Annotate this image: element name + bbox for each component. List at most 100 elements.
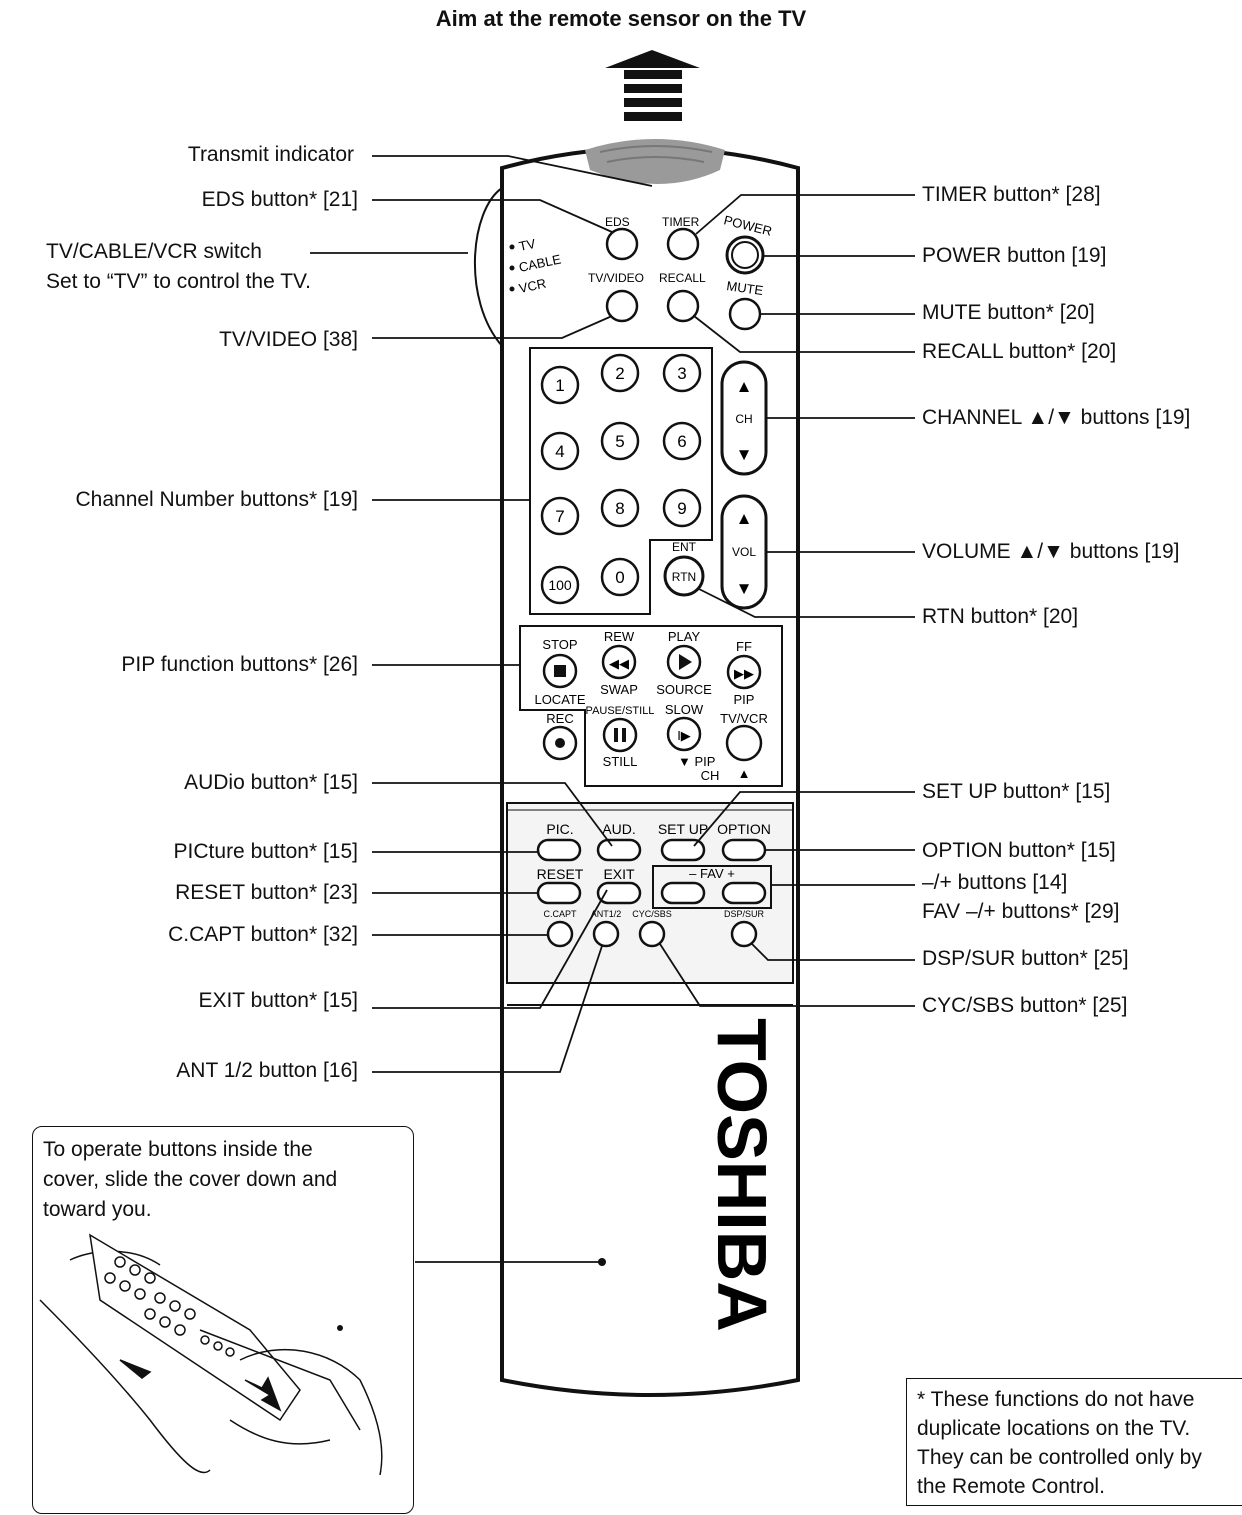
svg-text:– FAV +: – FAV + (689, 866, 735, 881)
footnote-box: * These functions do not have duplicate … (906, 1378, 1242, 1506)
rtn-text: RTN (672, 570, 696, 584)
svg-text:100: 100 (548, 577, 572, 593)
fav-plus-button[interactable] (721, 881, 767, 905)
switch-vcr: VCR (518, 276, 548, 296)
digit-9-button[interactable] (662, 488, 702, 528)
label-fav-buttons: –/+ buttons [14] (922, 871, 1068, 894)
label-audio: AUDio button* [15] (184, 771, 358, 794)
label-channel: CHANNEL ▲/▼ buttons [19] (922, 406, 1191, 429)
svg-text:AUD.: AUD. (602, 821, 635, 837)
label-transmit-indicator: Transmit indicator (187, 143, 354, 166)
recall-text: RECALL (659, 271, 706, 285)
label-ccapt: C.CAPT button* [32] (168, 923, 358, 946)
label-tvvideo: TV/VIDEO [38] (219, 328, 358, 351)
svg-text:STOP: STOP (542, 637, 577, 652)
ent-text: ENT (672, 540, 697, 554)
pic-button[interactable] (536, 838, 582, 862)
pause-button[interactable] (602, 717, 638, 753)
svg-text:ANT1/2: ANT1/2 (591, 909, 622, 919)
fav-frame (652, 865, 772, 909)
rew-button[interactable] (601, 644, 637, 680)
cycsbs-button[interactable] (638, 920, 666, 948)
brand-logo: TOSHIBA (703, 1018, 781, 1332)
label-recall: RECALL button* [20] (922, 340, 1117, 363)
digit-7-button[interactable] (540, 496, 580, 536)
slow-button[interactable] (666, 716, 702, 752)
label-exit: EXIT button* [15] (198, 989, 358, 1012)
stop-icon (554, 665, 566, 677)
mute-button[interactable] (728, 297, 762, 331)
digit-100-button[interactable] (540, 565, 580, 605)
svg-text:1: 1 (555, 376, 564, 395)
svg-text:REW: REW (604, 629, 635, 644)
recall-button[interactable] (666, 289, 700, 323)
svg-text:8: 8 (615, 499, 624, 518)
digit-3-button[interactable] (662, 353, 702, 393)
ff-button[interactable] (726, 654, 762, 690)
ch-text: CH (735, 412, 752, 426)
digit-0-button[interactable] (600, 557, 640, 597)
svg-text:STILL: STILL (603, 754, 638, 769)
svg-text:9: 9 (677, 499, 686, 518)
play-icon (679, 654, 692, 670)
svg-text:0: 0 (615, 568, 624, 587)
svg-text:OPTION: OPTION (717, 821, 771, 837)
svg-text:6: 6 (677, 432, 686, 451)
digit-1-button[interactable] (540, 365, 580, 405)
svg-text:TV/VCR: TV/VCR (720, 711, 768, 726)
pip-frame (519, 625, 783, 787)
svg-text:4: 4 (555, 442, 564, 461)
label-mute: MUTE button* [20] (922, 301, 1095, 324)
volume-down-icon: ▼ (736, 579, 753, 598)
label-pip-function: PIP function buttons* [26] (121, 653, 358, 676)
digit-8-button[interactable] (600, 488, 640, 528)
svg-text:5: 5 (615, 432, 624, 451)
setup-button[interactable] (660, 838, 706, 862)
number-pad-frame (529, 347, 713, 615)
svg-text:▲: ▲ (738, 766, 751, 781)
tvvcr-button[interactable] (725, 724, 763, 762)
eds-button[interactable] (605, 227, 639, 261)
vol-text: VOL (732, 545, 756, 559)
ant-button[interactable] (592, 920, 620, 948)
timer-text: TIMER (662, 215, 700, 229)
mute-text: MUTE (726, 278, 765, 298)
option-button[interactable] (721, 838, 767, 862)
digit-5-button[interactable] (600, 421, 640, 461)
svg-text:SOURCE: SOURCE (656, 682, 712, 697)
svg-text:FF: FF (736, 639, 752, 654)
switch-tv: TV (518, 236, 538, 254)
slow-icon: I▶ (677, 728, 691, 743)
svg-text:PIP: PIP (734, 692, 755, 707)
digit-4-button[interactable] (540, 431, 580, 471)
exit-button[interactable] (596, 881, 642, 905)
rtn-button[interactable] (663, 555, 705, 597)
timer-button[interactable] (666, 227, 700, 261)
pause-icon (614, 728, 618, 742)
label-timer: TIMER button* [28] (922, 183, 1101, 206)
fav-minus-button[interactable] (660, 881, 706, 905)
label-volume: VOLUME ▲/▼ buttons [19] (922, 540, 1180, 563)
digit-6-button[interactable] (662, 421, 702, 461)
hand-illustration (39, 1233, 383, 1476)
reset-button[interactable] (536, 881, 582, 905)
tv-cable-vcr-switch[interactable]: TV CABLE VCR (509, 236, 563, 296)
leader-lines-left (310, 155, 653, 1263)
svg-text:CH: CH (701, 768, 720, 783)
svg-text:RESET: RESET (537, 866, 584, 882)
ccapt-button[interactable] (546, 920, 574, 948)
digit-2-button[interactable] (600, 353, 640, 393)
svg-text:2: 2 (615, 364, 624, 383)
rew-icon: ◀◀ (609, 656, 629, 671)
dspsur-button[interactable] (730, 920, 758, 948)
diagram-title: Aim at the remote sensor on the TV (435, 6, 807, 31)
tvvideo-button[interactable] (605, 289, 639, 323)
label-dspsur: DSP/SUR button* [25] (922, 947, 1129, 970)
aud-button[interactable] (596, 838, 642, 862)
footnote-text: * These functions do not have duplicate … (917, 1388, 1202, 1498)
transmit-sensor (585, 139, 725, 184)
label-tvcable-note: Set to “TV” to control the TV. (46, 270, 311, 293)
svg-text:SLOW: SLOW (665, 702, 704, 717)
svg-text:SWAP: SWAP (600, 682, 638, 697)
